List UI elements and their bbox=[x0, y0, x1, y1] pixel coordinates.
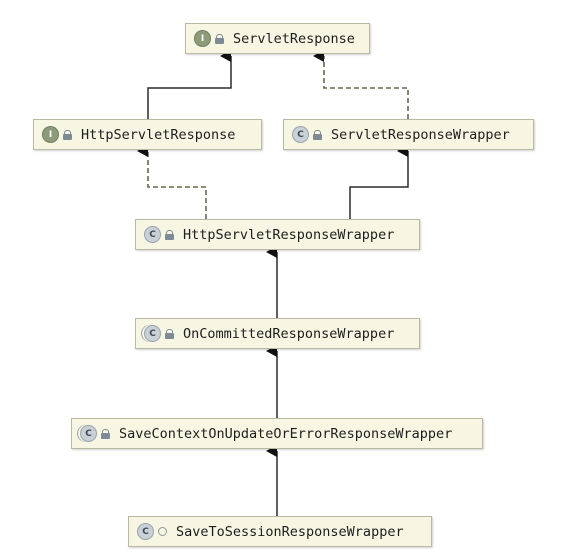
edge-httpservletresponsewrapper-to-httpservletresponse bbox=[137, 145, 207, 219]
abstract-class-icon: C bbox=[144, 325, 161, 342]
abstract-class-icon: C bbox=[80, 425, 97, 442]
interface-icon: I bbox=[42, 126, 59, 143]
interface-icon: I bbox=[194, 30, 211, 47]
node-save-context-on-update-or-error-response-wrapper[interactable]: C SaveContextOnUpdateOrErrorResponseWrap… bbox=[71, 418, 483, 449]
node-label: SaveContextOnUpdateOrErrorResponseWrappe… bbox=[119, 425, 453, 442]
node-label: OnCommittedResponseWrapper bbox=[183, 325, 395, 342]
lock-icon bbox=[165, 229, 174, 240]
node-servlet-response-wrapper[interactable]: C ServletResponseWrapper bbox=[283, 119, 534, 150]
node-label: ServletResponse bbox=[233, 30, 355, 47]
lock-icon bbox=[101, 428, 110, 439]
node-label: SaveToSessionResponseWrapper bbox=[176, 523, 404, 540]
node-on-committed-response-wrapper[interactable]: C OnCommittedResponseWrapper bbox=[135, 318, 420, 349]
node-label: ServletResponseWrapper bbox=[331, 126, 510, 143]
node-label: HttpServletResponseWrapper bbox=[183, 226, 395, 243]
node-save-to-session-response-wrapper[interactable]: C SaveToSessionResponseWrapper bbox=[128, 516, 432, 547]
node-servlet-response[interactable]: I ServletResponse bbox=[185, 23, 370, 54]
lock-icon bbox=[215, 33, 224, 44]
node-http-servlet-response[interactable]: I HttpServletResponse bbox=[33, 119, 262, 150]
node-http-servlet-response-wrapper[interactable]: C HttpServletResponseWrapper bbox=[135, 219, 420, 250]
class-icon: C bbox=[292, 126, 309, 143]
class-icon: C bbox=[144, 226, 161, 243]
lock-icon bbox=[165, 328, 174, 339]
class-icon: C bbox=[137, 523, 154, 540]
edge-httpservletresponsewrapper-to-servletresponsewrapper bbox=[349, 145, 409, 219]
node-label: HttpServletResponse bbox=[81, 126, 236, 143]
edge-httpservletresponse-to-servletresponse bbox=[147, 50, 232, 119]
lock-icon bbox=[313, 129, 322, 140]
edge-servletresponsewrapper-to-servletresponse bbox=[313, 50, 409, 119]
package-private-icon bbox=[158, 527, 167, 536]
lock-icon bbox=[63, 129, 72, 140]
